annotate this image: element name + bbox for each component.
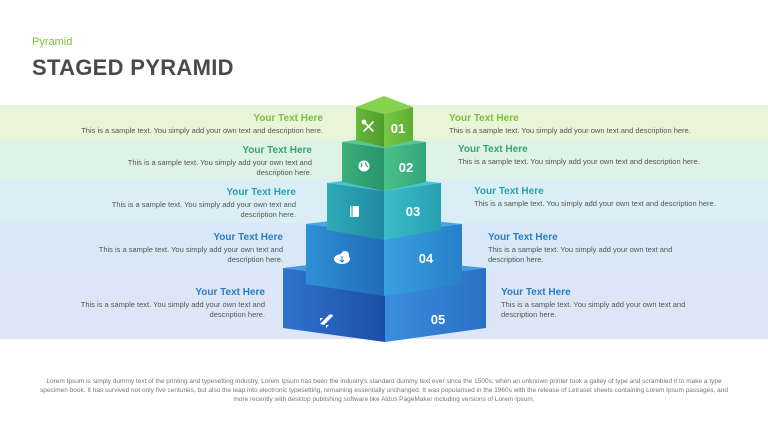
level-2-front-right: [384, 142, 426, 191]
level-5-number: 05: [431, 312, 445, 327]
level-5-left-text: Your Text Here This is a sample text. Yo…: [50, 287, 265, 320]
cloud-icon: [334, 251, 350, 264]
level-4-number: 04: [419, 251, 434, 266]
level-1-number: 01: [391, 121, 405, 136]
globe-icon: [358, 160, 370, 172]
level-3-number: 03: [406, 204, 420, 219]
level-5-right-heading: Your Text Here: [501, 287, 571, 298]
level-1-front-right: [384, 107, 413, 147]
level-2-left-text: Your Text Here This is a sample text. Yo…: [97, 145, 312, 178]
level-2-left-description: This is a sample text. You simply add yo…: [127, 158, 312, 177]
level-5-right-description: This is a sample text. You simply add yo…: [501, 300, 686, 319]
level-4-left-heading: Your Text Here: [213, 232, 283, 243]
level-2-left-heading: Your Text Here: [242, 145, 312, 156]
slide-title: STAGED PYRAMID: [32, 55, 234, 80]
level-2-right-description: This is a sample text. You simply add yo…: [458, 157, 700, 166]
rocket-icon: [320, 314, 333, 328]
slide-subtitle: Pyramid: [32, 36, 73, 48]
level-4-right-description: This is a sample text. You simply add yo…: [488, 245, 673, 264]
level-5-left-description: This is a sample text. You simply add yo…: [80, 300, 265, 319]
level-3-right-heading: Your Text Here: [474, 186, 544, 197]
book-icon: [350, 206, 359, 217]
footer-lorem-text: Lorem Ipsum is simply dummy text of the …: [40, 378, 728, 403]
level-4-front-right: [384, 224, 462, 296]
level-2-right-heading: Your Text Here: [458, 144, 528, 155]
level-3-right-text: Your Text Here This is a sample text. Yo…: [474, 186, 729, 209]
level-4-right-text: Your Text Here This is a sample text. Yo…: [488, 232, 703, 265]
level-3-right-description: This is a sample text. You simply add yo…: [474, 199, 716, 208]
level-5-right-text: Your Text Here This is a sample text. Yo…: [501, 287, 716, 320]
level-1-left-text: Your Text Here This is a sample text. Yo…: [23, 113, 323, 136]
level-3-left-heading: Your Text Here: [226, 187, 296, 198]
level-1-left-heading: Your Text Here: [253, 113, 323, 124]
level-2-right-text: Your Text Here This is a sample text. Yo…: [458, 144, 758, 167]
level-3-left-description: This is a sample text. You simply add yo…: [111, 200, 296, 219]
level-3-front-right: [384, 183, 441, 240]
level-1-right-text: Your Text Here This is a sample text. Yo…: [449, 113, 749, 136]
level-1-right-heading: Your Text Here: [449, 113, 519, 124]
level-5-left-heading: Your Text Here: [195, 287, 265, 298]
level-2-number: 02: [399, 160, 413, 175]
tools-icon: [361, 119, 374, 132]
level-1-left-description: This is a sample text. You simply add yo…: [81, 126, 323, 135]
level-4-left-description: This is a sample text. You simply add yo…: [98, 245, 283, 264]
level-1-right-description: This is a sample text. You simply add yo…: [449, 126, 691, 135]
level-3-left-text: Your Text Here This is a sample text. Yo…: [81, 187, 296, 220]
level-4-left-text: Your Text Here This is a sample text. Yo…: [68, 232, 283, 265]
level-4-right-heading: Your Text Here: [488, 232, 558, 243]
level-1-top: [356, 96, 413, 114]
